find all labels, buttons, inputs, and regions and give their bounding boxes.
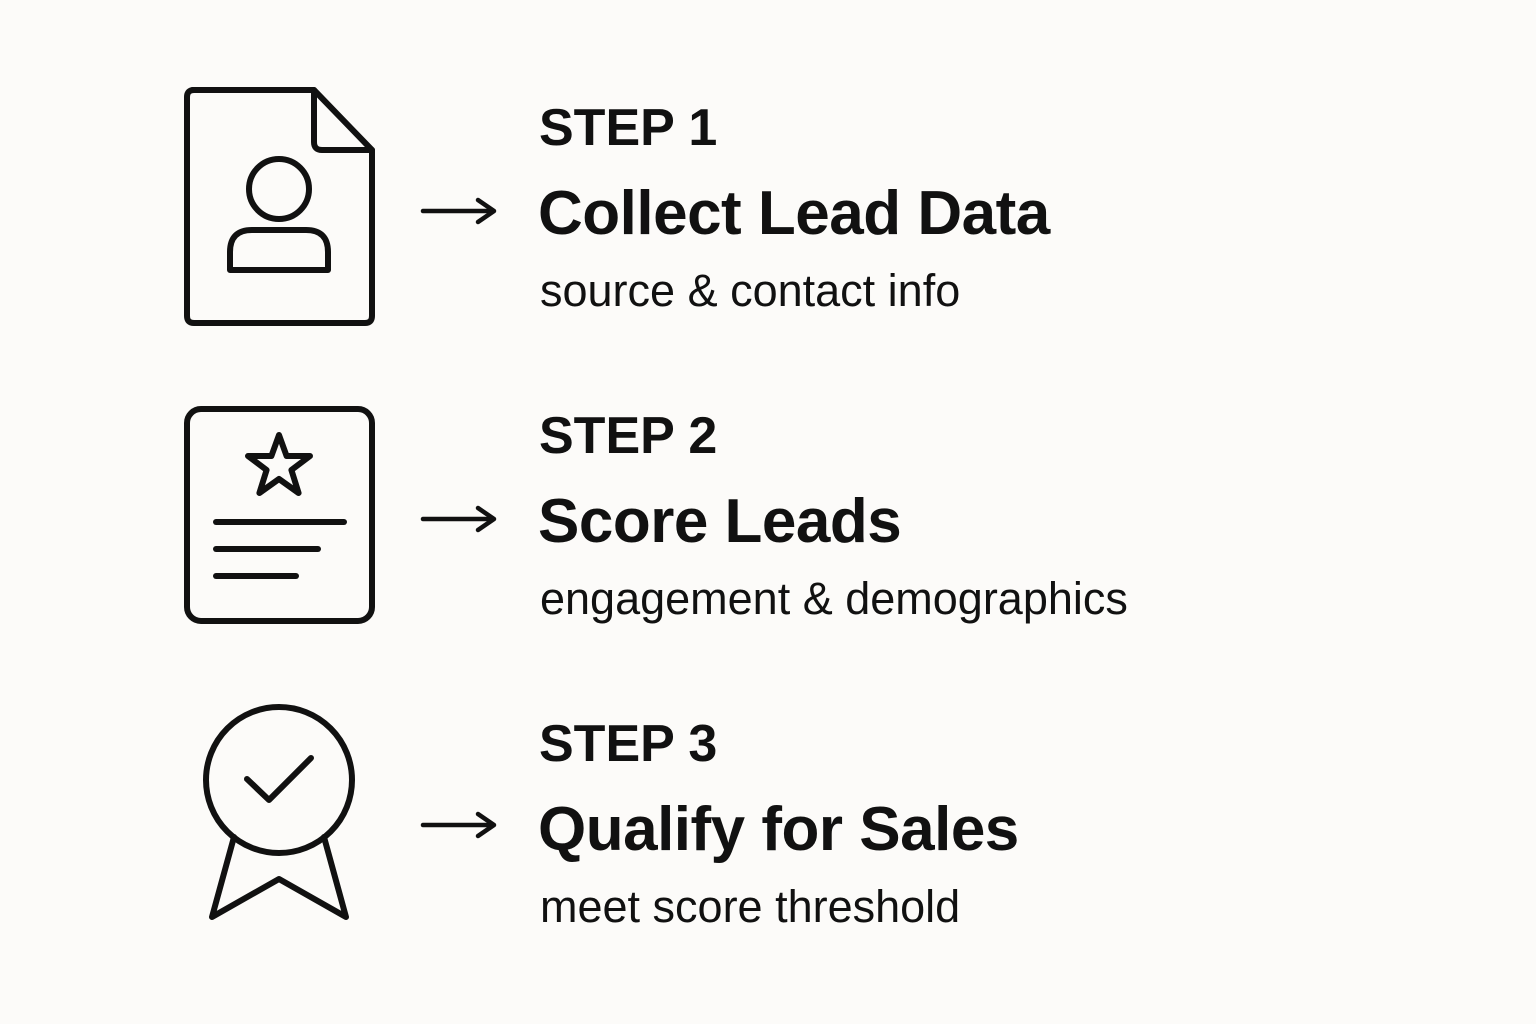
step-description: meet score threshold (540, 881, 961, 932)
step-description: engagement & demographics (540, 573, 1128, 624)
step-title: Collect Lead Data (538, 179, 1050, 248)
award-check-icon (170, 700, 390, 960)
step-number: STEP 1 (539, 99, 718, 157)
step-title: Score Leads (538, 487, 902, 556)
right-arrow-icon (420, 504, 498, 534)
step-number: STEP 3 (539, 715, 718, 773)
right-arrow-icon (420, 810, 498, 840)
step-2: STEP 2 Score Leads engagement & demograp… (0, 0, 1536, 624)
step-1: STEP 1 Collect Lead Data source & contac… (0, 0, 1536, 326)
right-arrow-icon (420, 196, 498, 226)
step-title: Qualify for Sales (538, 795, 1019, 864)
step-number: STEP 2 (539, 407, 718, 465)
step-description: source & contact info (540, 265, 961, 316)
star-document-icon (170, 398, 390, 658)
user-document-icon (170, 80, 390, 340)
step-3: STEP 3 Qualify for Sales meet score thre… (0, 0, 1536, 929)
